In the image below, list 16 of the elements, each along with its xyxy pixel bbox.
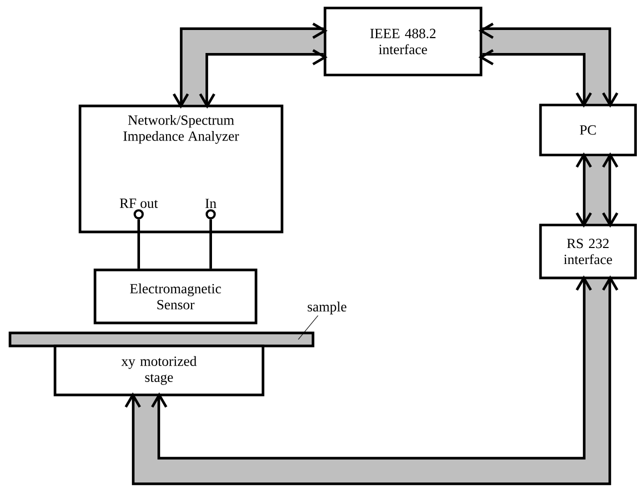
stage-box: xy motorized stage (54, 344, 264, 396)
part-label: sample (308, 302, 346, 314)
interface-box: IEEE 488.2 interface (324, 6, 482, 76)
pc-box: PC (539, 104, 637, 156)
bus-arrow (478, 22, 618, 108)
cable-line (209, 219, 212, 269)
port-terminal: RF out (120, 198, 158, 220)
sensor-box: Electromagnetic Sensor (94, 268, 258, 324)
port-terminal: In (205, 198, 216, 220)
cable-line (137, 219, 140, 269)
node-label: In (205, 198, 216, 208)
interface-box: RS 232 interface (539, 224, 637, 280)
leader-line (298, 315, 318, 340)
sample-plate (8, 332, 314, 348)
node-label: RF out (120, 198, 158, 208)
bus-arrow (172, 22, 328, 109)
